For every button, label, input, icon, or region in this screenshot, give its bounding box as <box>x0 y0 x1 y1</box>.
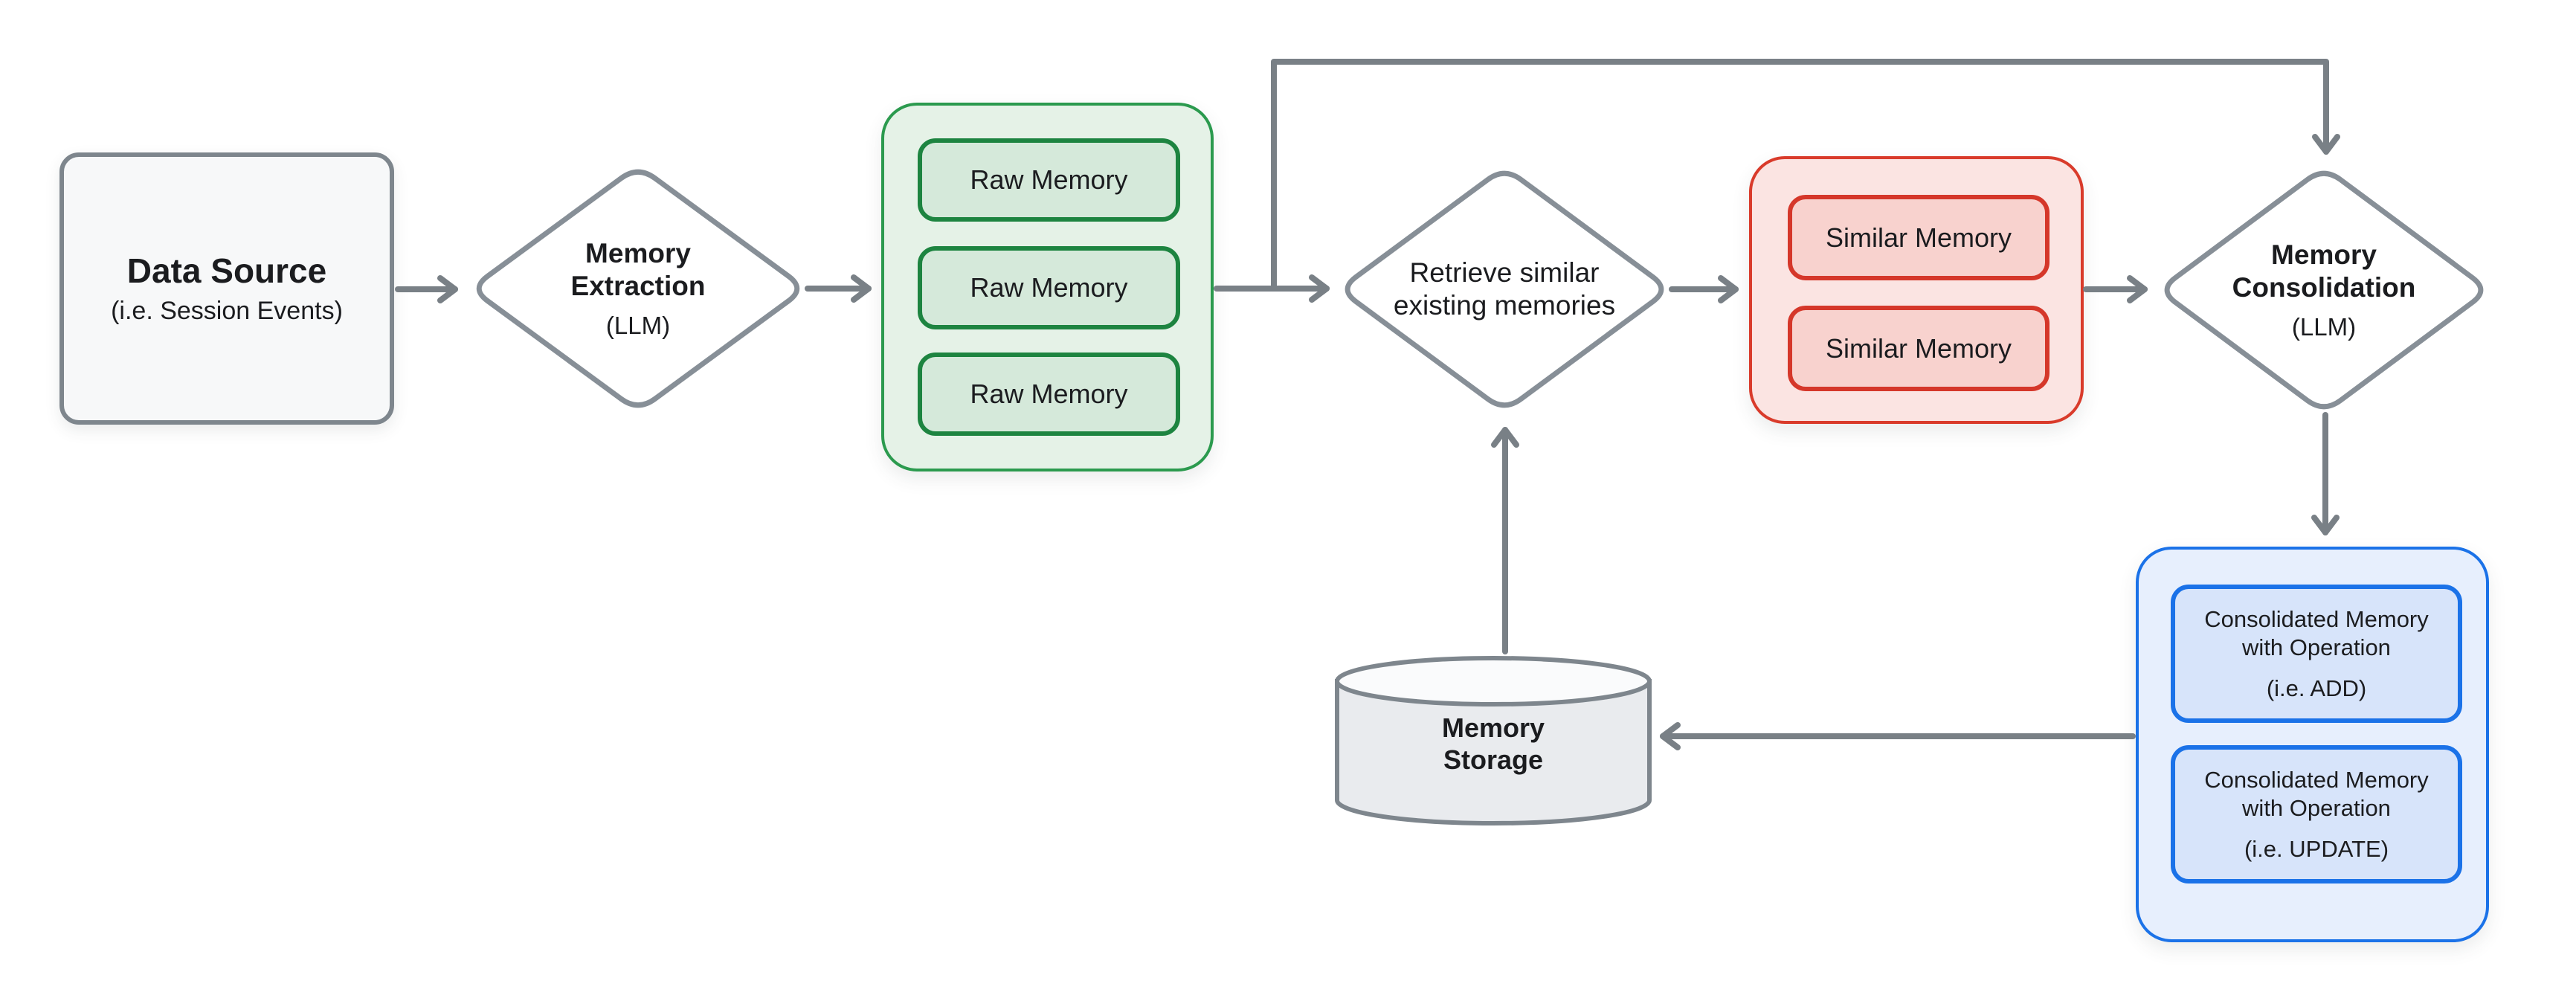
consolidated-memory-example: (i.e. UPDATE) <box>2244 836 2389 863</box>
consolidated-memory-group: Consolidated Memory with Operation (i.e.… <box>2136 547 2489 942</box>
retrieve-similar-title: Retrieve similar existing memories <box>1393 257 1616 321</box>
memory-consolidation-label: Memory Consolidation (LLM) <box>2197 208 2450 372</box>
similar-memory-group: Similar Memory Similar Memory <box>1749 156 2084 424</box>
similar-memory-label: Similar Memory <box>1825 222 2012 253</box>
consolidated-memory-label: Consolidated Memory with Operation <box>2204 605 2429 661</box>
memory-extraction-subtitle: (LLM) <box>605 312 671 340</box>
consolidated-memory-example: (i.e. ADD) <box>2266 675 2367 702</box>
raw-memory-label: Raw Memory <box>970 379 1128 410</box>
raw-memory-label: Raw Memory <box>970 272 1128 303</box>
consolidated-memory-label: Consolidated Memory with Operation <box>2204 766 2429 822</box>
similar-memory-label: Similar Memory <box>1825 332 2012 364</box>
memory-consolidation-subtitle: (LLM) <box>2291 313 2357 341</box>
similar-memory-chip: Similar Memory <box>1788 195 2049 280</box>
memory-storage-label: Memory Storage <box>1419 684 1568 803</box>
similar-memory-chip: Similar Memory <box>1788 306 2049 391</box>
data-source-node: Data Source (i.e. Session Events) <box>59 152 394 425</box>
raw-memory-chip: Raw Memory <box>918 246 1180 329</box>
memory-storage-title: Memory Storage <box>1441 712 1545 775</box>
raw-memory-group: Raw Memory Raw Memory Raw Memory <box>881 103 1214 471</box>
memory-extraction-label: Memory Extraction (LLM) <box>527 207 750 370</box>
data-source-title: Data Source <box>126 251 327 291</box>
memory-extraction-title: Memory Extraction <box>570 237 706 301</box>
raw-memory-chip: Raw Memory <box>918 138 1180 222</box>
retrieve-similar-label: Retrieve similar existing memories <box>1393 207 1616 371</box>
consolidated-memory-chip: Consolidated Memory with Operation (i.e.… <box>2171 585 2462 723</box>
memory-consolidation-title: Memory Consolidation <box>2232 239 2416 303</box>
consolidated-memory-chip: Consolidated Memory with Operation (i.e.… <box>2171 745 2462 883</box>
raw-memory-label: Raw Memory <box>970 164 1128 196</box>
raw-memory-chip: Raw Memory <box>918 353 1180 436</box>
data-source-subtitle: (i.e. Session Events) <box>111 296 343 325</box>
